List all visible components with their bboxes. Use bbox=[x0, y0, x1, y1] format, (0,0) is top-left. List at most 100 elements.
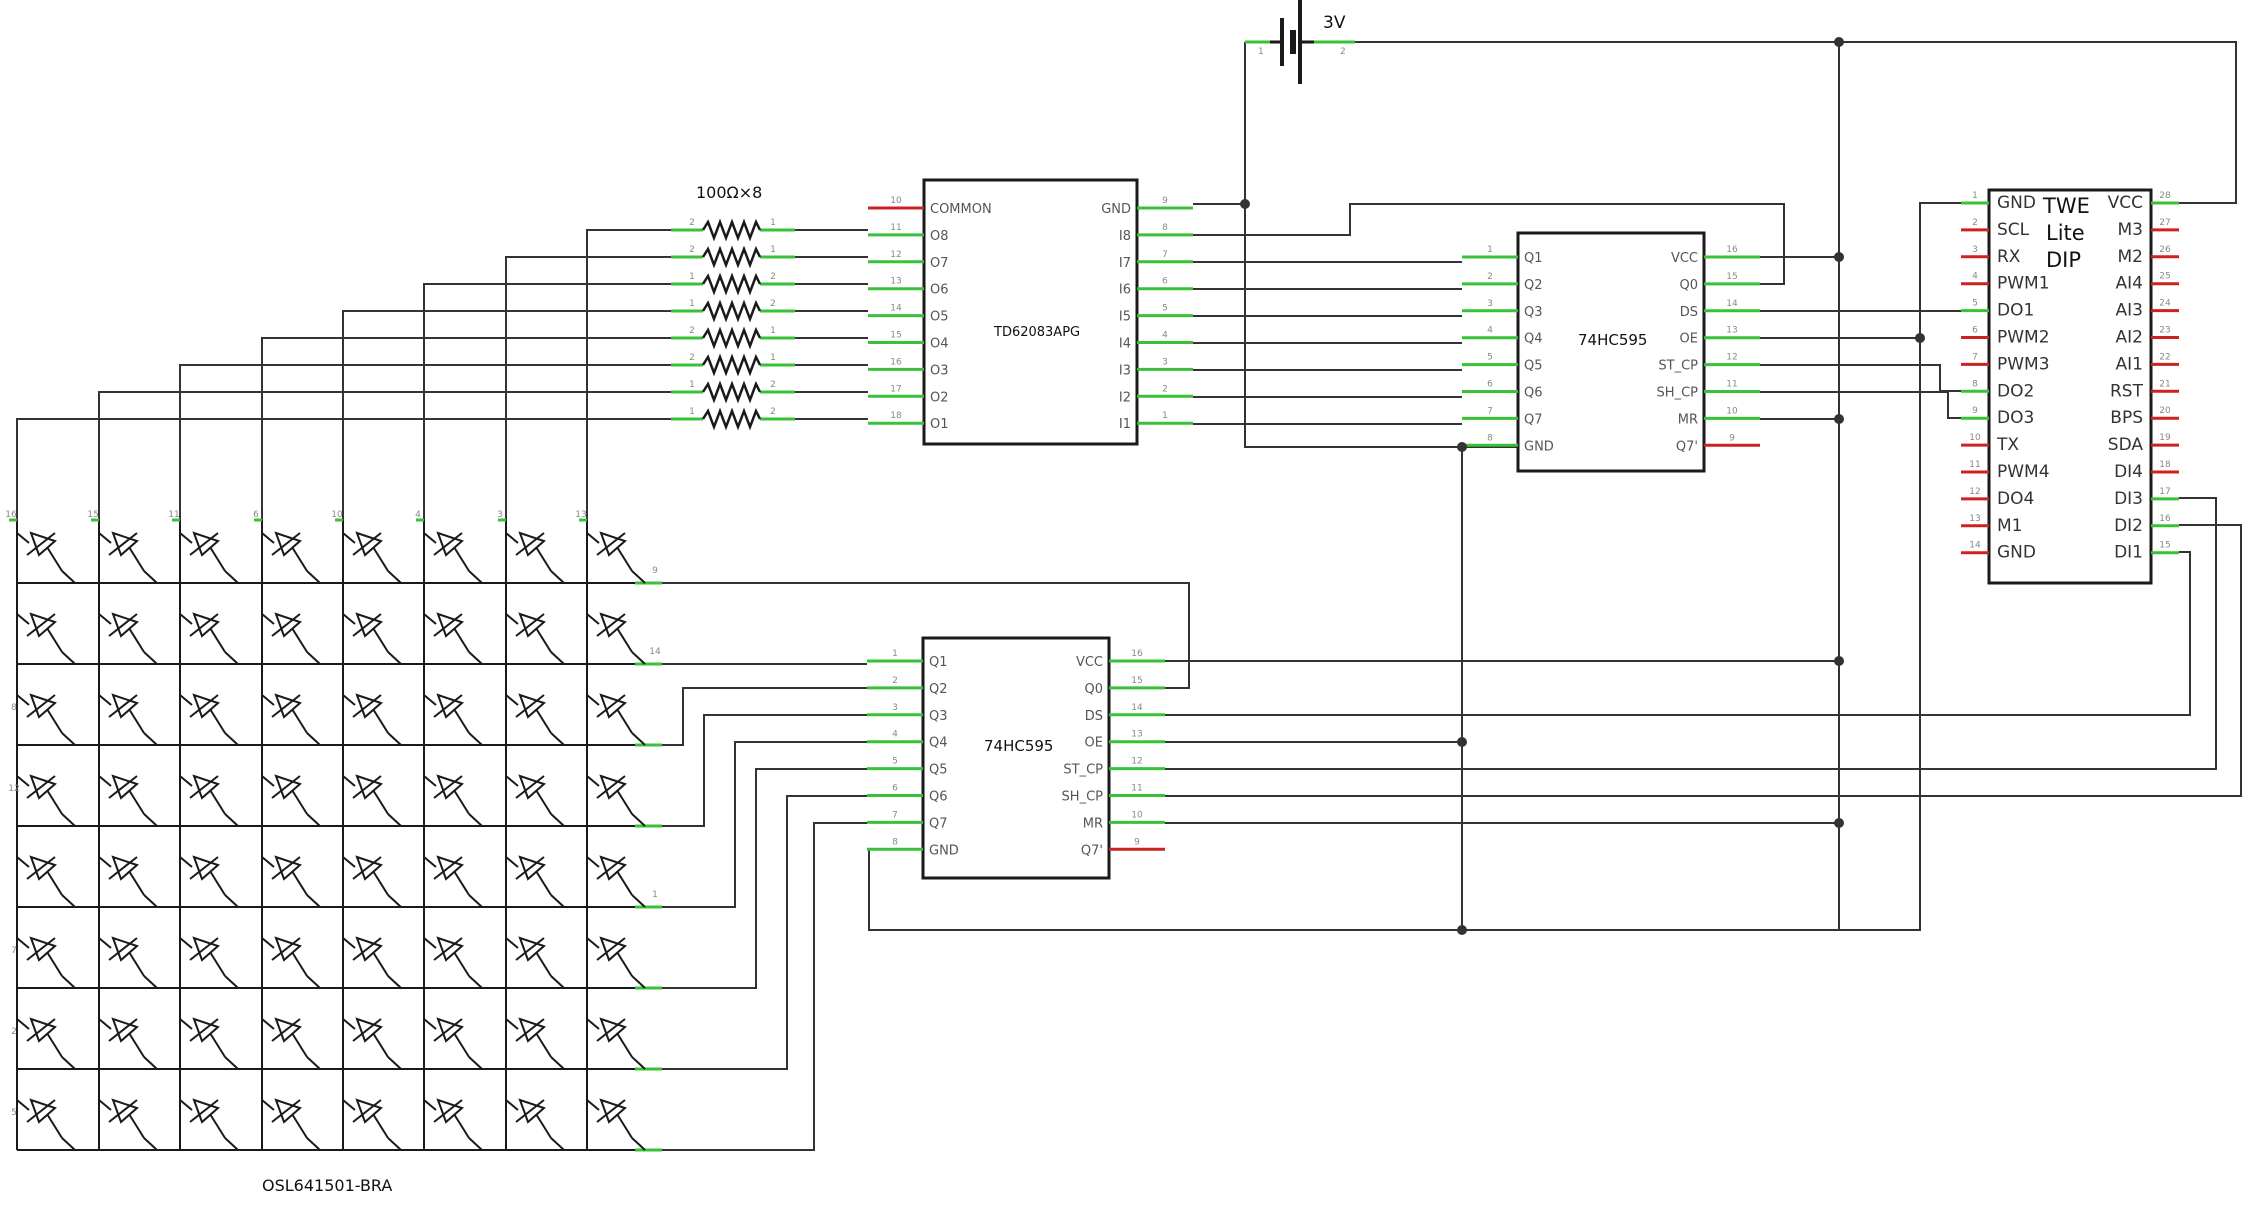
sr-top-pin-10-label: MR bbox=[1678, 412, 1698, 427]
wire-20 bbox=[1193, 203, 1785, 285]
sr-top-pin-15-label: Q0 bbox=[1679, 278, 1698, 293]
sr-top-pin-7-label: Q7 bbox=[1524, 412, 1543, 427]
led-6-5 bbox=[342, 936, 402, 989]
led-8-6 bbox=[423, 1098, 483, 1151]
twelite-pin-20-number: 20 bbox=[2159, 406, 2171, 416]
td62083-pin-5-number: 5 bbox=[1162, 304, 1168, 314]
junction-dot-5 bbox=[1834, 656, 1844, 666]
junction-dot-7 bbox=[1915, 333, 1925, 343]
resistor-5 bbox=[701, 326, 762, 350]
resistor-7-left-pin: 1 bbox=[689, 380, 695, 390]
td62083apg-chip: TD62083APG 10COMMON11O812O713O614O515O41… bbox=[868, 178, 1193, 446]
led-1-4 bbox=[261, 531, 321, 584]
resistor-2 bbox=[701, 245, 762, 269]
sr-top-pin-8-label: GND bbox=[1524, 439, 1554, 454]
twelite-pin-23-number: 23 bbox=[2159, 326, 2170, 336]
td62083-pin-7-number: 7 bbox=[1162, 250, 1168, 260]
led-4-3 bbox=[179, 774, 239, 827]
sr-bottom-pin-1-number: 1 bbox=[892, 649, 898, 659]
twelite-name-line-3: DIP bbox=[2046, 248, 2081, 272]
resistor-6 bbox=[701, 353, 762, 377]
led-1-7 bbox=[505, 531, 565, 584]
led-5-2 bbox=[98, 855, 158, 908]
led-6-3 bbox=[179, 936, 239, 989]
led-4-5 bbox=[342, 774, 402, 827]
td62083-pin-1-label: I1 bbox=[1119, 417, 1131, 432]
led-6-6 bbox=[423, 936, 483, 989]
td62083-pin-18-number: 18 bbox=[890, 411, 902, 421]
sr-top-pin-13-label: OE bbox=[1680, 332, 1698, 347]
wire-44 bbox=[662, 822, 867, 1151]
td62083-pin-17-number: 17 bbox=[890, 384, 901, 394]
resistor-6-right-pin: 1 bbox=[770, 353, 776, 363]
twelite-pin-27-number: 27 bbox=[2159, 218, 2170, 228]
junction-dot-1 bbox=[1240, 199, 1250, 209]
wire-4 bbox=[586, 229, 671, 520]
led-6-7 bbox=[505, 936, 565, 989]
led-4-4 bbox=[261, 774, 321, 827]
led-2-2 bbox=[98, 612, 158, 665]
twelite-pin-12-label: DO4 bbox=[1997, 489, 2034, 509]
td62083-pin-12-label: O7 bbox=[930, 256, 949, 271]
wire-2 bbox=[1355, 41, 2237, 204]
sr-top-pin-16-number: 16 bbox=[1726, 245, 1738, 255]
td62083-pin-4-number: 4 bbox=[1162, 331, 1168, 341]
led-1-6 bbox=[423, 531, 483, 584]
td62083-pin-9-number: 9 bbox=[1162, 196, 1168, 206]
twelite-pin-15-number: 15 bbox=[2159, 541, 2170, 551]
led-column-pin-3: 11 bbox=[168, 510, 179, 520]
twelite-pin-19-label: SDA bbox=[2108, 435, 2144, 455]
resistor-7 bbox=[701, 380, 762, 404]
sr-top-pin-6-label: Q6 bbox=[1524, 386, 1543, 401]
sr-top-pin-12-number: 12 bbox=[1726, 353, 1737, 363]
td62083-pin-6-label: I6 bbox=[1119, 283, 1131, 298]
led-column-pin-2: 15 bbox=[87, 510, 98, 520]
sr-top-pin-9-label: Q7' bbox=[1676, 439, 1698, 454]
twelite-pin-13-number: 13 bbox=[1969, 514, 1980, 524]
resistor-6-left-pin: 2 bbox=[689, 353, 695, 363]
sr-bottom-pin-5-number: 5 bbox=[892, 757, 898, 767]
sr-top-pin-1-label: Q1 bbox=[1524, 251, 1543, 266]
junction-dot-4 bbox=[1834, 414, 1844, 424]
led-4-8 bbox=[586, 774, 646, 827]
sr-top-pin-3-label: Q3 bbox=[1524, 305, 1543, 320]
td62083-pin-5-label: I5 bbox=[1119, 310, 1131, 325]
sr-bottom-pin-14-label: DS bbox=[1085, 709, 1103, 724]
resistor-3 bbox=[701, 272, 762, 296]
twelite-pin-15-label: DI1 bbox=[2114, 543, 2143, 563]
junction-dot-3 bbox=[1834, 252, 1844, 262]
sr-bottom-pin-10-label: MR bbox=[1083, 816, 1103, 831]
sr-bottom-pin-13-number: 13 bbox=[1131, 730, 1142, 740]
battery-label: 3V bbox=[1323, 13, 1346, 33]
sr-top-pin-11-label: SH_CP bbox=[1657, 386, 1699, 401]
td62083-pin-8-label: I8 bbox=[1119, 229, 1131, 244]
wire-40 bbox=[662, 714, 867, 827]
battery-pin2-num: 2 bbox=[1340, 47, 1346, 57]
led-2-5 bbox=[342, 612, 402, 665]
wires bbox=[16, 41, 2242, 1151]
twelite-pin-6-number: 6 bbox=[1972, 326, 1978, 336]
twelite-pin-28-number: 28 bbox=[2159, 191, 2171, 201]
74hc595-bottom-chip: 74HC595 1Q12Q23Q34Q45Q56Q67Q78GND16VCC15… bbox=[867, 636, 1165, 880]
sr-top-pin-9-number: 9 bbox=[1729, 433, 1735, 443]
junction-dots bbox=[1240, 37, 1925, 935]
sr-bottom-pin-16-label: VCC bbox=[1076, 655, 1103, 670]
wire-10 bbox=[98, 391, 671, 520]
twelite-pin-22-number: 22 bbox=[2159, 352, 2170, 362]
twelite-pin-19-number: 19 bbox=[2159, 433, 2171, 443]
sr-top-pin-5-number: 5 bbox=[1487, 353, 1493, 363]
td62083-pin-2-label: I2 bbox=[1119, 390, 1131, 405]
led-6-1 bbox=[16, 936, 76, 989]
wire-42 bbox=[662, 768, 867, 989]
twelite-pin-6-label: PWM2 bbox=[1997, 328, 2050, 348]
td62083-pin-14-label: O5 bbox=[930, 310, 949, 325]
twelite-pin-4-number: 4 bbox=[1972, 272, 1978, 282]
led-1-8 bbox=[586, 531, 646, 584]
led-column-pin-4: 6 bbox=[253, 510, 259, 520]
td62083-pin-10-label: COMMON bbox=[930, 202, 992, 217]
battery-pin1-num: 1 bbox=[1258, 47, 1264, 57]
junction-dot-6 bbox=[1834, 818, 1844, 828]
twelite-pin-24-number: 24 bbox=[2159, 299, 2171, 309]
led-3-3 bbox=[179, 693, 239, 746]
